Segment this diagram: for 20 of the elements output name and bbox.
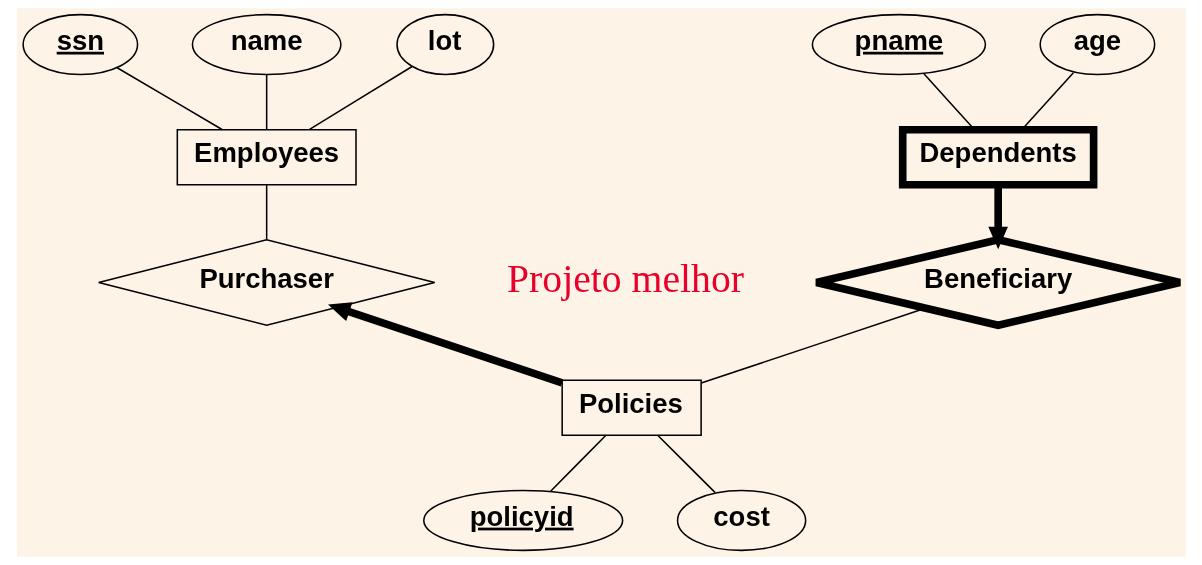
connector [656,434,716,494]
connector [549,434,607,492]
arrow [987,185,1008,250]
arrow [327,302,563,387]
label: Projeto melhor [506,257,744,302]
node-box: Employees [176,129,357,186]
connector [265,74,267,131]
node-ellipse: lot [395,13,494,76]
node-diamond: Purchaser [97,238,435,327]
node-ellipse: policyid [422,489,623,552]
node-ellipse: name [191,13,342,76]
node-ellipse: ssn [21,13,138,76]
node-box: Dependents [898,125,1097,189]
connector [265,184,267,241]
connector [115,67,223,131]
node-box: Policies [560,379,702,436]
node-ellipse: cost [676,489,806,552]
node-ellipse: pname [811,13,986,76]
connector [308,65,412,131]
node-ellipse: age [1038,13,1155,76]
